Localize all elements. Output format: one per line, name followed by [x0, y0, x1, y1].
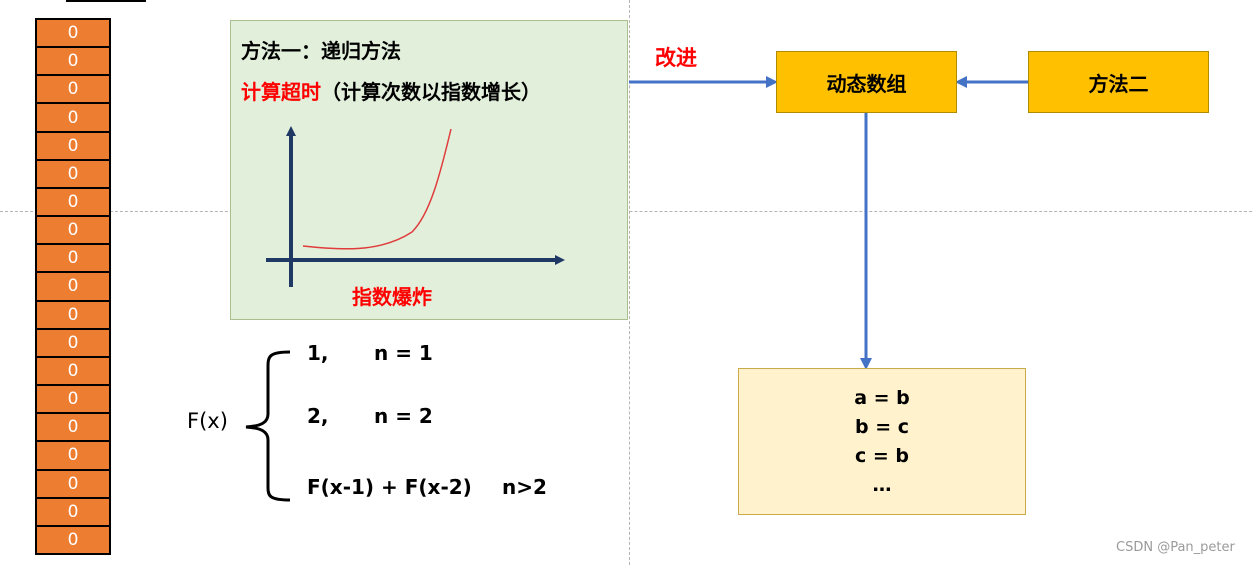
timeout-label: 计算超时	[241, 80, 321, 104]
memory-cell: 0	[37, 526, 109, 553]
memory-cell: 0	[37, 76, 109, 103]
function-label: F(x)	[187, 409, 228, 433]
result-box: a = b b = c c = b …	[738, 368, 1026, 515]
method2-label: 方法二	[1088, 71, 1149, 96]
top-mark-line	[66, 0, 146, 2]
case-value: F(x-1) + F(x-2)	[307, 475, 472, 499]
timeout-note: （计算次数以指数增长）	[321, 80, 541, 104]
case-condition: n = 1	[374, 341, 433, 365]
memory-cell: 0	[37, 48, 109, 75]
memory-cell: 0	[37, 498, 109, 525]
watermark: CSDN @Pan_peter	[1116, 540, 1235, 555]
memory-cell: 0	[37, 188, 109, 216]
memory-cell: 0	[37, 160, 109, 187]
case-value: 1,	[307, 341, 329, 365]
result-line: c = b	[854, 444, 909, 467]
memory-cell: 0	[37, 217, 109, 244]
case-value: 2,	[307, 404, 329, 428]
exponential-curve	[302, 128, 452, 250]
dynamic-array-box: 动态数组	[776, 51, 957, 113]
method1-panel	[230, 20, 628, 320]
result-line: …	[872, 473, 892, 496]
memory-cell: 0	[37, 414, 109, 441]
memory-cell: 0	[37, 245, 109, 272]
memory-cell: 0	[37, 132, 109, 159]
result-line: b = c	[854, 415, 909, 438]
memory-cell: 0	[37, 20, 109, 47]
memory-array: 0 0 0 0 0 0 0 0 0 0 0 0 0 0 0 0 0 0 0	[35, 18, 111, 555]
memory-cell: 0	[37, 301, 109, 328]
case-condition: n>2	[502, 475, 547, 499]
case-brace	[245, 350, 291, 502]
memory-cell: 0	[37, 386, 109, 413]
vertical-guide-line	[629, 0, 630, 565]
method1-subtitle: 计算超时（计算次数以指数增长）	[241, 76, 541, 105]
memory-cell: 0	[37, 104, 109, 131]
dynamic-array-label: 动态数组	[826, 71, 907, 96]
improve-label: 改进	[655, 46, 697, 70]
memory-cell: 0	[37, 357, 109, 385]
exponential-explosion-label: 指数爆炸	[352, 285, 432, 309]
result-line: a = b	[854, 386, 910, 409]
memory-cell: 0	[37, 442, 109, 469]
case-condition: n = 2	[374, 404, 433, 428]
method2-box: 方法二	[1028, 51, 1209, 113]
memory-cell: 0	[37, 470, 109, 497]
memory-cell: 0	[37, 273, 109, 300]
memory-cell: 0	[37, 329, 109, 356]
method1-title: 方法一：递归方法	[241, 39, 401, 63]
